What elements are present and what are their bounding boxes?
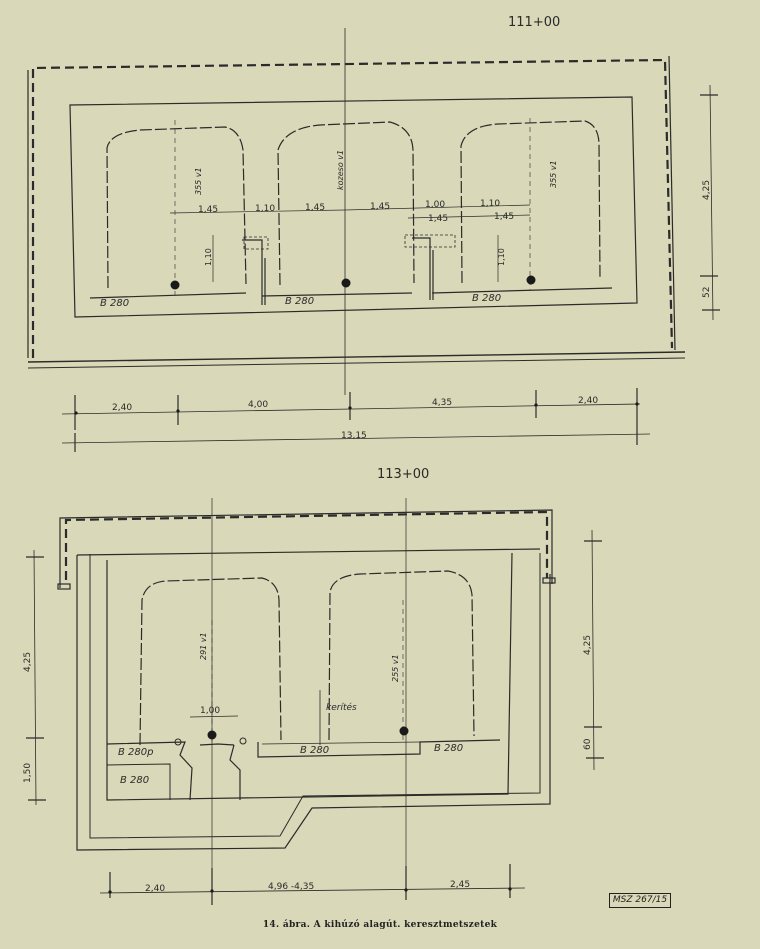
- bottom-outer-roof: [59, 509, 553, 588]
- top-fixture-left: [242, 239, 266, 305]
- track-marker-icon: [207, 730, 217, 740]
- bottom-bore-right: [328, 570, 475, 741]
- bottom-roof-slab: [76, 548, 541, 556]
- bottom-bay-label: B 280: [120, 775, 149, 786]
- top-bay-label: B 280: [100, 298, 129, 309]
- bottom-drain: [229, 744, 241, 800]
- dim-label: 1,45: [370, 202, 390, 212]
- bottom-bore-left: [139, 577, 282, 746]
- top-track-label: kozeso v1: [336, 150, 345, 190]
- dim-label: 60: [583, 738, 593, 750]
- top-waterproofing-dashed: [31, 58, 674, 358]
- top-outer-walls: [27, 55, 676, 358]
- top-fixture-middle: [412, 237, 434, 300]
- dim-label: 1,00: [425, 200, 445, 210]
- top-bay-label: B 280: [472, 293, 501, 304]
- bottom-outer-body: [76, 555, 551, 851]
- top-base-slab-lower: [27, 357, 686, 369]
- standard-mark: MSZ 267/15: [609, 893, 671, 908]
- dim-label: 4,25: [23, 652, 33, 672]
- bottom-waterproofing-dashed: [64, 510, 549, 580]
- dim-label: 1,10: [255, 204, 275, 214]
- dim-label: 2,45: [450, 880, 470, 890]
- top-floor-left: [89, 292, 247, 299]
- bottom-bay-label: B 280: [434, 743, 463, 754]
- bottom-track-markers: [108, 726, 512, 894]
- top-bay-label: B 280: [285, 296, 314, 307]
- bottom-inner-lining: [106, 552, 513, 801]
- dim-label: 2,40: [112, 403, 132, 413]
- dim-label: 4,25: [702, 180, 712, 200]
- track-marker-icon: [170, 280, 180, 290]
- top-inner-lining: [69, 96, 638, 318]
- dim-total-label: 13,15: [341, 431, 367, 441]
- top-track-label: 355 v1: [194, 167, 203, 195]
- bottom-bay-label: B 280p: [118, 747, 153, 758]
- top-base-slab: [27, 351, 686, 363]
- dim-label: 1,10: [204, 248, 213, 266]
- top-bore-right: [460, 120, 601, 284]
- bottom-bay-label: B 280: [300, 745, 329, 756]
- dim-label: 1,00: [200, 706, 220, 716]
- top-track-markers: [170, 275, 536, 290]
- bottom-track-label: 291 v1: [199, 632, 208, 660]
- top-floor-middle: [261, 292, 413, 297]
- dim-label: 4,00: [248, 400, 268, 410]
- dim-label: 52: [702, 287, 712, 298]
- bottom-bench-left: [106, 741, 193, 801]
- track-marker-icon: [341, 278, 351, 288]
- dim-label: 1,50: [23, 763, 33, 783]
- dim-label: 4,25: [583, 635, 593, 655]
- dim-label: 1,45: [428, 214, 448, 224]
- dim-label: 1,45: [305, 203, 325, 213]
- top-track-label: 355 v1: [549, 160, 558, 188]
- top-floor-right: [431, 287, 613, 294]
- figure-caption: 14. ábra. A kihúzó alagút. keresztmetsze…: [262, 920, 498, 930]
- fence-note: kerítés: [326, 702, 357, 713]
- track-marker-icon: [526, 275, 536, 285]
- dim-label: 1,10: [480, 199, 500, 209]
- dim-label: 2,40: [578, 396, 598, 406]
- dim-label: 1,10: [497, 248, 506, 266]
- top-station-label: 111+00: [508, 15, 560, 30]
- bottom-floor-right: [257, 739, 501, 758]
- dim-label: 4,96 -4,35: [268, 882, 314, 892]
- dim-label: 1,45: [198, 205, 218, 215]
- dim-label: 4,35: [432, 398, 452, 408]
- top-bore-middle: [277, 121, 415, 286]
- bottom-track-label: 255 v1: [391, 654, 400, 682]
- dim-label: 1,45: [494, 212, 514, 222]
- track-marker-icon: [399, 726, 409, 736]
- dim-label: 2,40: [145, 884, 165, 894]
- bottom-station-label: 113+00: [377, 467, 429, 482]
- top-bore-left: [106, 126, 247, 289]
